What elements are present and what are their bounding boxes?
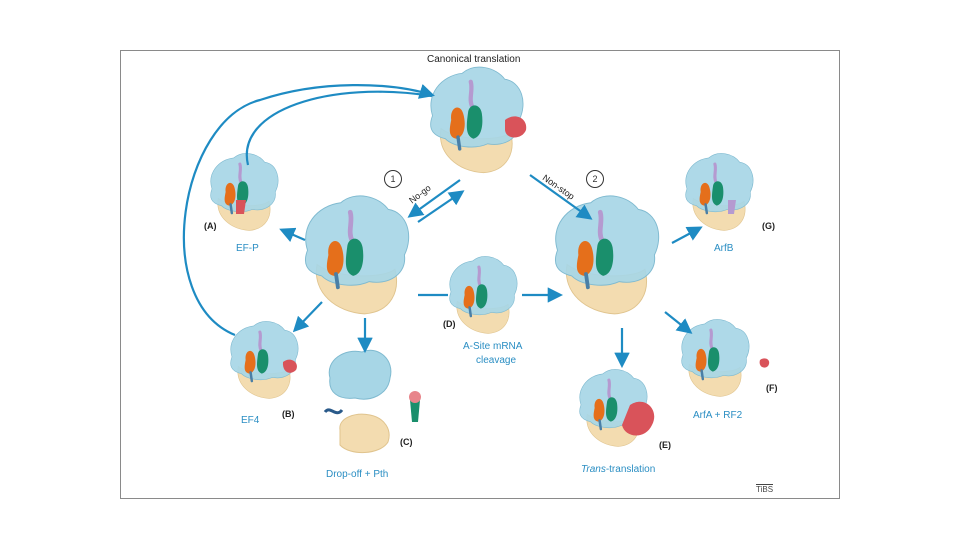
pathway-arrows [182, 84, 703, 369]
ribosome-drop-off [323, 349, 421, 453]
panel-g-label: ArfB [714, 243, 734, 254]
arrow-to-ef4 [292, 301, 323, 333]
arrow-no-go-to-canonical [417, 190, 465, 223]
journal-mark: TiBS [756, 484, 774, 494]
arrow-efp-to-canonical [245, 90, 433, 166]
canonical-translation-title: Canonical translation [427, 54, 521, 65]
panel-d-tag: (D) [443, 319, 456, 329]
arrow-to-arfa [664, 311, 693, 334]
panel-e-tag: (E) [659, 440, 671, 450]
panel-a-label: EF-P [236, 243, 259, 254]
ribosome-trans-translation [580, 369, 655, 446]
panel-c-tag: (C) [400, 437, 413, 447]
ribosome-arfa-rf2 [682, 319, 770, 396]
arrow-to-efp [279, 227, 306, 242]
panel-d-label-line1: A-Site mRNA [463, 341, 523, 352]
arrow-canonical-to-non-stop [529, 174, 593, 220]
ribosome-non-stop [555, 196, 658, 314]
ribosome-ef4 [231, 321, 298, 398]
panel-a-tag: (A) [204, 221, 217, 231]
arrow-canonical-to-no-go [407, 179, 461, 218]
panel-b-label: EF4 [241, 415, 260, 426]
panel-c-label: Drop-off + Pth [326, 469, 389, 480]
panel-d-label-line2: cleavage [476, 355, 517, 366]
panel-e-label: Trans-translation [581, 465, 655, 475]
panel-e-label-italic: Trans [581, 464, 606, 475]
ribosome-canonical [431, 67, 527, 173]
ribosome-arfb [686, 153, 753, 230]
panel-f-label: ArfA + RF2 [693, 410, 743, 421]
ribosome-no-go [305, 196, 408, 314]
panel-b-tag: (B) [282, 409, 295, 419]
arrow-ef4-to-canonical [182, 84, 435, 337]
arrow-to-arfb [671, 226, 703, 244]
pathway-number-1: 1 [384, 170, 402, 188]
ribosome-a-site-cleavage [450, 256, 517, 333]
panel-e-label-rest: -translation [605, 464, 656, 475]
figure-frame [120, 50, 840, 499]
pathway-number-2: 2 [586, 170, 604, 188]
panel-f-tag: (F) [766, 383, 778, 393]
ribosome-ef-p [211, 153, 278, 230]
panel-g-tag: (G) [762, 221, 775, 231]
